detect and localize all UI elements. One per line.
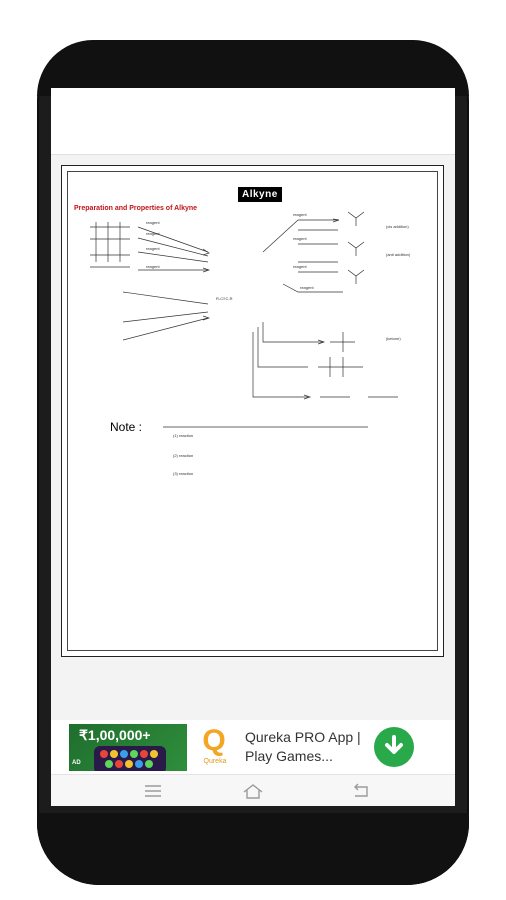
document-border: reagent reagent reagent reagent R-C≡C-R … [67,171,438,651]
svg-text:reagent: reagent [300,285,314,290]
svg-text:(cis addition): (cis addition) [386,224,409,229]
ad-tag: AD [72,760,81,766]
menu-button[interactable] [141,781,165,801]
download-icon [385,735,403,754]
system-nav-bar [51,774,455,806]
ad-prize-text: ₹1,00,000+ [79,727,151,743]
qureka-logo-icon: Q [202,724,226,757]
svg-text:reagent: reagent [293,264,307,269]
svg-text:reagent: reagent [146,264,160,269]
svg-text:reagent: reagent [293,236,307,241]
document-title: Alkyne [238,187,282,202]
ad-text[interactable]: Qureka PRO App | Play Games... [245,729,361,764]
reaction-diagram: reagent reagent reagent reagent R-C≡C-R … [90,211,411,476]
menu-icon [145,785,161,797]
ad-banner[interactable]: ₹1,00,000+ AD Q Qur [51,720,455,774]
ad-logo[interactable]: Q Qureka [194,726,236,768]
ad-game-board [94,746,166,771]
svg-text:(anti addition): (anti addition) [386,252,411,257]
document-subtitle: Preparation and Properties of Alkyne [74,205,198,212]
svg-text:reagent: reagent [146,220,160,225]
device-screen: reagent reagent reagent reagent R-C≡C-R … [51,88,455,806]
document-page: reagent reagent reagent reagent R-C≡C-R … [61,165,444,657]
app-top-bar [51,88,455,155]
document-viewer[interactable]: reagent reagent reagent reagent R-C≡C-R … [51,155,455,760]
home-icon [243,784,263,799]
download-button[interactable] [374,727,414,767]
svg-text:reagent: reagent [146,246,160,251]
svg-text:R-C≡C-R: R-C≡C-R [216,296,233,301]
home-button[interactable] [241,781,265,801]
note-label: Note : [110,420,143,434]
svg-text:reagent: reagent [293,212,307,217]
svg-text:(2) reaction: (2) reaction [173,453,193,458]
back-icon [354,783,368,797]
back-button[interactable] [349,781,373,801]
svg-text:(ketone): (ketone) [386,336,401,341]
svg-text:reagent: reagent [146,231,160,236]
svg-text:(1) reaction: (1) reaction [173,433,193,438]
svg-text:(3) reaction: (3) reaction [173,471,193,476]
ad-image[interactable]: ₹1,00,000+ AD [69,724,187,771]
ad-logo-text: Qureka [203,758,227,765]
